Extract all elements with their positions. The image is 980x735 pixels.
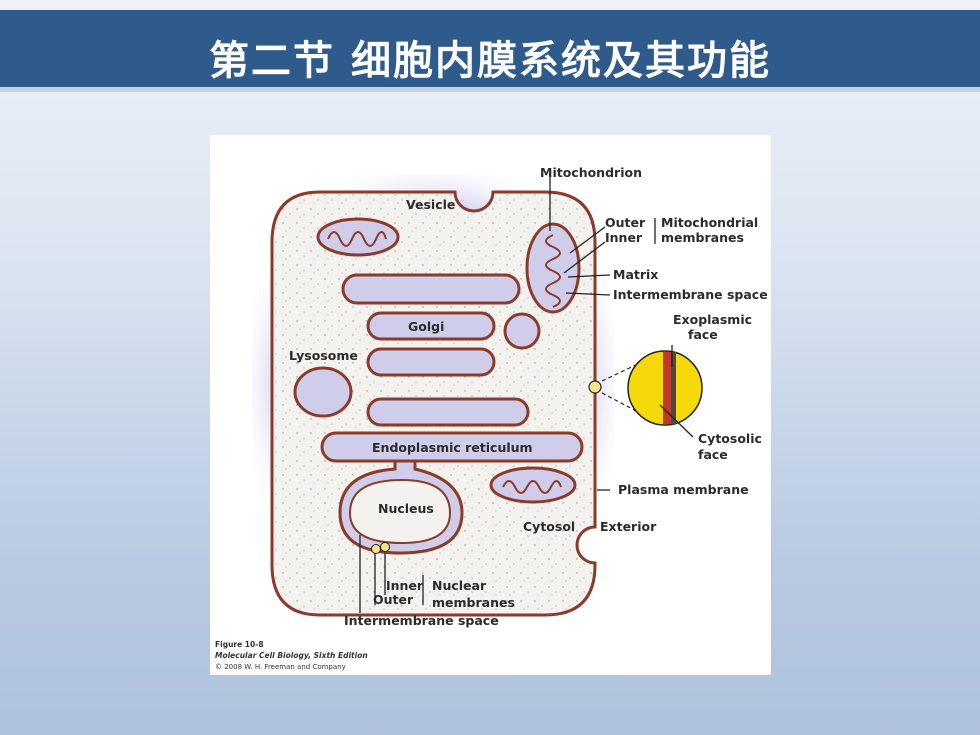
- title-bar: 第二节 细胞内膜系统及其功能: [0, 10, 980, 92]
- label-matrix: Matrix: [613, 267, 658, 282]
- slide-title: 第二节 细胞内膜系统及其功能: [209, 38, 771, 84]
- vesicle-organelle: [316, 217, 400, 257]
- label-er: Endoplasmic reticulum: [372, 440, 533, 455]
- figure-panel: Mitochondrion Vesicle Outer Inner Mitoch…: [210, 135, 771, 675]
- caption-copyright: © 2008 W. H. Freeman and Company: [215, 663, 346, 671]
- label-exoplasmic-2: face: [688, 327, 718, 342]
- label-nucleus: Nucleus: [378, 501, 434, 516]
- label-plasma-membrane: Plasma membrane: [618, 482, 749, 497]
- label-nuclear-2: membranes: [432, 595, 515, 610]
- label-lysosome: Lysosome: [289, 348, 358, 363]
- golgi-cisterna-3: [366, 347, 496, 377]
- label-mito-membranes-2: membranes: [661, 230, 744, 245]
- label-exoplasmic-1: Exoplasmic: [673, 312, 752, 327]
- label-nuc-outer: Outer: [373, 592, 414, 607]
- golgi-cisterna-4: [366, 397, 530, 427]
- label-mitochondrion: Mitochondrion: [540, 165, 642, 180]
- label-mito-inner: Inner: [605, 230, 643, 245]
- caption-figure: Figure 10-8: [215, 640, 264, 649]
- er-organelle: [320, 431, 584, 463]
- golgi-vesicle: [503, 312, 541, 350]
- label-cytosolic-1: Cytosolic: [698, 431, 762, 446]
- caption-book: Molecular Cell Biology, Sixth Edition: [215, 651, 368, 660]
- small-mitochondrion: [489, 466, 577, 504]
- label-cytosolic-2: face: [698, 447, 728, 462]
- lysosome-organelle: [293, 366, 353, 418]
- label-golgi: Golgi: [408, 319, 444, 334]
- golgi-cisterna-1: [341, 273, 521, 305]
- golgi-cisterna-2: [366, 311, 496, 341]
- label-intermembrane-space-nuc: Intermembrane space: [344, 613, 499, 628]
- nucleus-organelle: [338, 459, 464, 555]
- mitochondrion-organelle: [525, 222, 581, 314]
- label-mito-membranes-1: Mitochondrial: [661, 215, 758, 230]
- label-nuclear-1: Nuclear: [432, 578, 487, 593]
- label-intermembrane-space-mito: Intermembrane space: [613, 287, 768, 302]
- label-exterior: Exterior: [600, 519, 657, 534]
- label-vesicle: Vesicle: [406, 197, 455, 212]
- label-nuc-inner: Inner: [386, 578, 424, 593]
- membrane-zoom: [588, 350, 703, 426]
- label-cytosol: Cytosol: [523, 519, 575, 534]
- cell-diagram: Mitochondrion Vesicle Outer Inner Mitoch…: [215, 165, 768, 671]
- label-mito-outer: Outer: [605, 215, 646, 230]
